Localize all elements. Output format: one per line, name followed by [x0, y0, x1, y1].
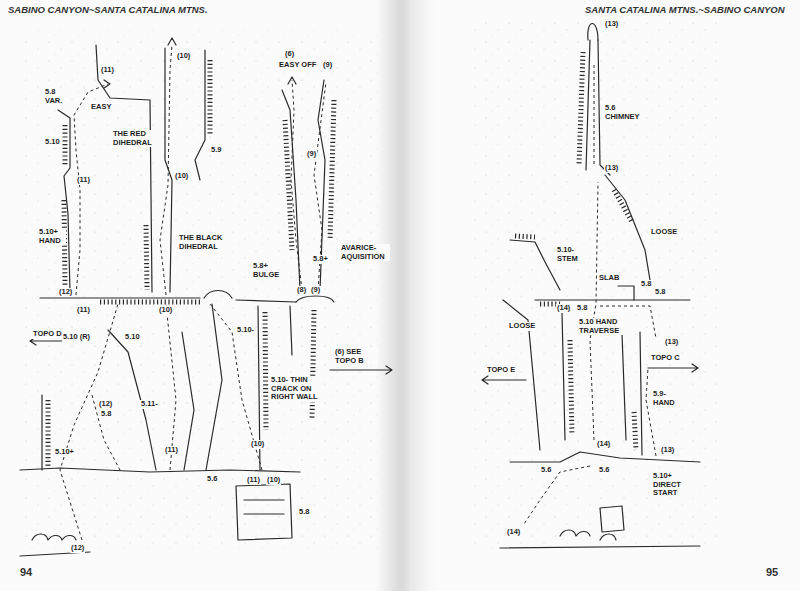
pitch-number: (11) [76, 306, 91, 315]
route-grade: 5.10+ [54, 448, 75, 457]
pitch-number: (12) [98, 400, 113, 409]
pitch-number: (9) [322, 61, 333, 70]
route-grade: 5.8 [298, 508, 310, 517]
route-grade: 5.6 [598, 466, 610, 475]
route-grade: 5.6 CHIMNEY [604, 104, 640, 121]
topo-note: TOPO E [486, 366, 516, 375]
pitch-number: (6) [284, 50, 295, 59]
pitch-number: (10) [176, 52, 191, 61]
pitch-number: (12) [58, 288, 73, 297]
pitch-number: (12) [70, 544, 85, 553]
pitch-number: (10) [158, 306, 173, 315]
pitch-number: (14) [596, 440, 611, 449]
route-grade: 5.10 [44, 138, 61, 147]
pitch-number: (13) [604, 164, 619, 173]
topo-note: TOPO C [650, 354, 681, 363]
route-grade: 5.8+ [312, 255, 329, 264]
pitch-number: (11) [246, 476, 261, 485]
route-grade: 5.8 VAR. [44, 88, 70, 105]
topo-note: TOPO D [32, 330, 63, 339]
route-grade: 5.8 [654, 288, 666, 297]
route-grade: 5.8 [640, 280, 652, 289]
route-grade: EASY OFF [278, 61, 317, 70]
route-grade: EASY [90, 103, 112, 112]
pitch-number: (13) [664, 338, 679, 347]
pitch-number: (8) [296, 286, 307, 295]
pitch-number: (13) [660, 446, 675, 455]
topo-note: SLAB [598, 274, 620, 283]
route-grade: 5.6 [206, 475, 218, 484]
page-header: SABINO CANYON~SANTA CATALINA MTNS. [8, 4, 208, 15]
page-number: 95 [766, 566, 778, 578]
topo-note: THE RED DIHEDRAL [112, 130, 154, 147]
pitch-number: (10) [174, 172, 189, 181]
pitch-number: (11) [164, 446, 179, 455]
route-grade: 5.10 [124, 333, 141, 342]
route-grade: 5.10- [236, 326, 255, 335]
topo-note: AVARICE-AQUISITION [340, 244, 390, 261]
route-grade: 5.10+ DIRECT START [652, 472, 698, 498]
pitch-number: (9) [310, 286, 321, 295]
pitch-number: (10) [266, 476, 281, 485]
route-grade: 5.10 (R) [62, 333, 91, 342]
route-grade: 5.8+ BULGE [252, 262, 278, 279]
pitch-number: (10) [250, 440, 265, 449]
route-grade: 5.8 [576, 304, 588, 313]
topo-note: LOOSE [650, 228, 678, 237]
pitch-number: (13) [604, 20, 619, 29]
route-grade: 5.9 [210, 146, 222, 155]
route-grade: 5.10- STEM [556, 246, 584, 263]
topo-note: LOOSE [508, 322, 536, 331]
topo-note: THE BLACK DIHEDRAL [178, 234, 236, 251]
pitch-number: (11) [76, 176, 91, 185]
route-grade: 5.9- HAND [652, 390, 682, 407]
topo-note: 5.10- THIN CRACK ON RIGHT WALL [270, 376, 320, 402]
pitch-number: (14) [556, 304, 571, 313]
route-grade: 5.11- [140, 400, 159, 409]
page-header: SANTA CATALINA MTNS.~SABINO CANYON [585, 4, 785, 15]
pitch-number: (11) [100, 66, 115, 75]
route-grade: 5.6 [540, 466, 552, 475]
route-grade: 5.8 [100, 410, 112, 419]
topo-note: 5.10 HAND TRAVERSE [578, 318, 632, 335]
page-number: 94 [20, 566, 32, 578]
pitch-number: (14) [506, 528, 521, 537]
topo-note: (6) SEE TOPO B [334, 348, 378, 365]
pitch-number: (9) [306, 150, 317, 159]
route-grade: 5.10+ HAND [38, 228, 66, 245]
